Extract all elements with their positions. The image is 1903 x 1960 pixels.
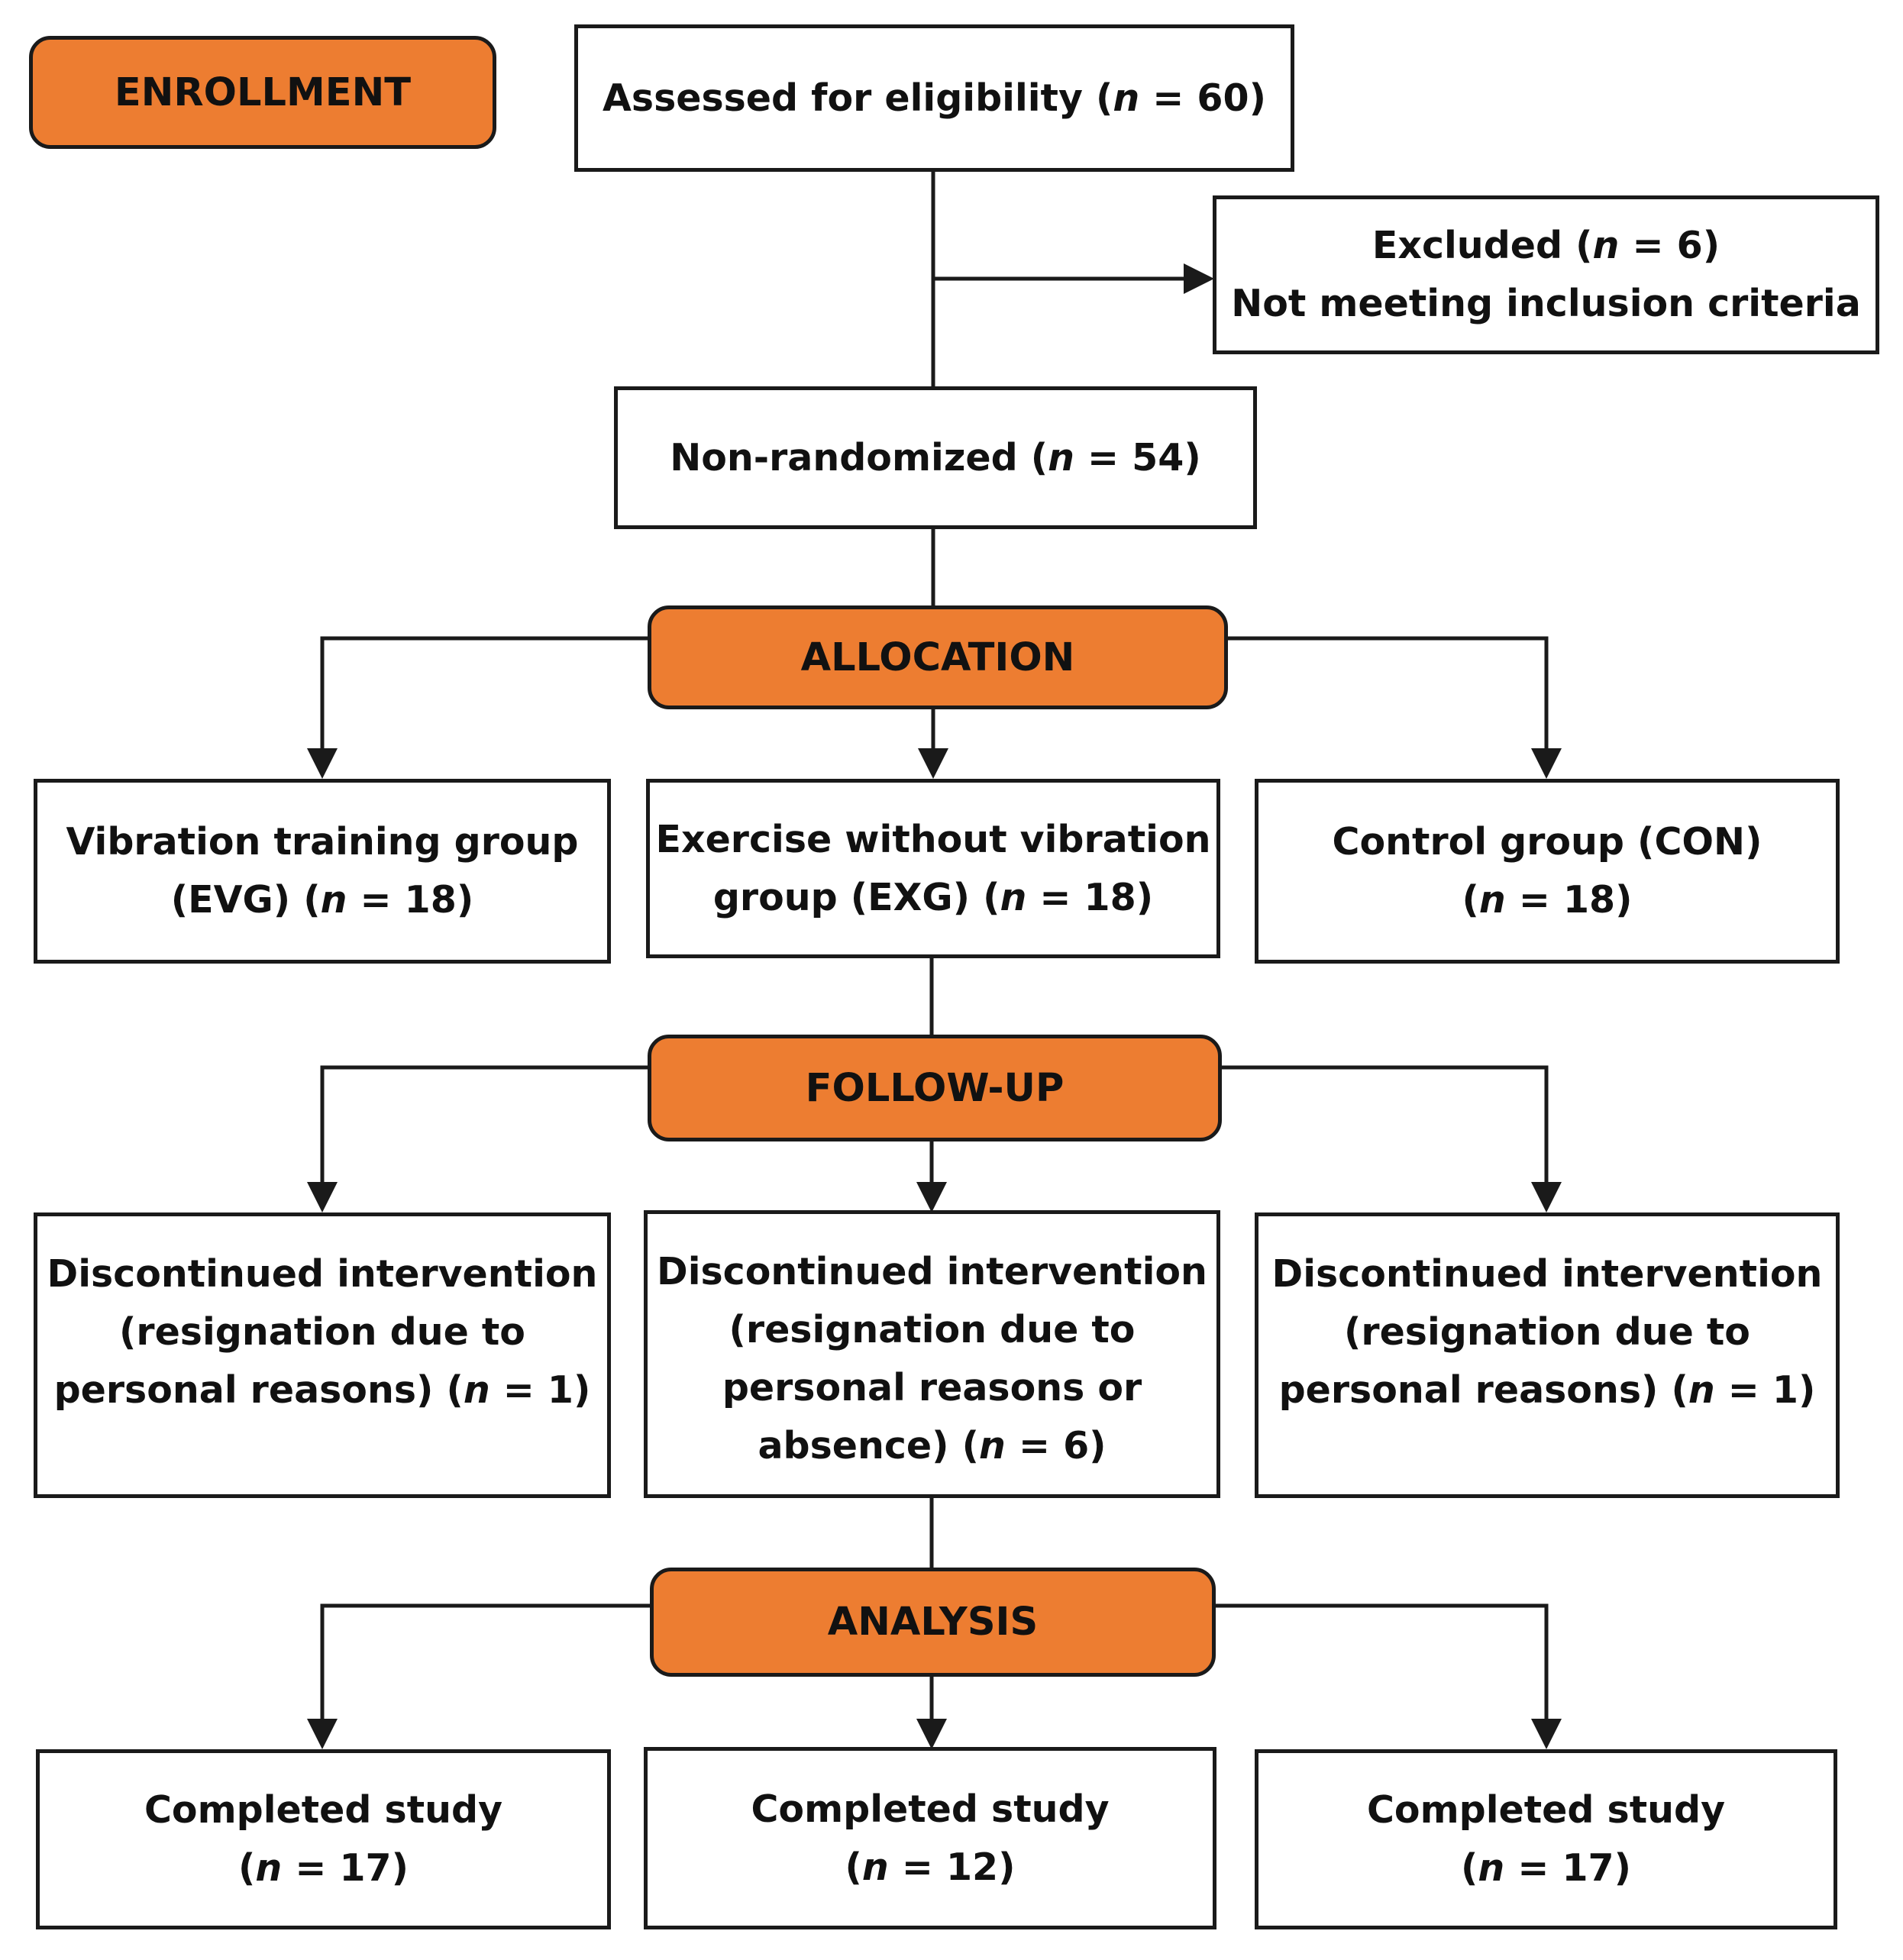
stage-allocation: ALLOCATION (648, 605, 1228, 709)
box-line: Vibration training group (66, 820, 579, 864)
box-line: (n = 17) (1461, 1839, 1631, 1897)
followup-box-exg: Discontinued intervention (resignation du… (644, 1210, 1220, 1498)
stage-allocation-label: ALLOCATION (800, 634, 1075, 680)
line-prefix: ( (237, 1846, 256, 1890)
box-line: Discontinued intervention (657, 1250, 1207, 1293)
followup-box-con: Discontinued intervention (resignation du… (1255, 1212, 1840, 1498)
analysis-box-con: Completed study (n = 17) (1255, 1749, 1837, 1929)
box-line: Discontinued intervention (1271, 1252, 1823, 1296)
stage-analysis-label: ANALYSIS (827, 1600, 1039, 1645)
arrow-followup-to-left (307, 1065, 648, 1212)
box-line: (resignation due to (1344, 1309, 1750, 1354)
arrow-analysis-to-right (1216, 1603, 1562, 1749)
line-suffix: = 1) (489, 1367, 591, 1412)
line-prefix: Assessed for eligibility ( (602, 76, 1113, 120)
box-line: Non-randomized (n = 54) (670, 429, 1201, 487)
n-symbol: n (1592, 224, 1620, 268)
box-line: (EVG) (n = 18) (171, 871, 474, 929)
box-line: Completed study (751, 1787, 1110, 1831)
line-suffix: = 18) (1026, 875, 1154, 919)
stage-analysis: ANALYSIS (650, 1568, 1216, 1677)
box-line: Control group (CON) (1332, 820, 1762, 864)
box-line: personal reasons) (n = 1) (1279, 1361, 1816, 1419)
line-prefix: personal reasons) ( (1278, 1367, 1688, 1412)
line-suffix: = 18) (1505, 878, 1633, 922)
group-box-con: Control group (CON) (n = 18) (1255, 779, 1840, 964)
line-suffix: = 17) (1504, 1846, 1632, 1890)
box-line: Completed study (144, 1788, 503, 1832)
line-suffix: = 17) (282, 1846, 409, 1890)
stage-enrollment-label: ENROLLMENT (114, 69, 412, 115)
non-randomized-box: Non-randomized (n = 54) (614, 386, 1257, 529)
n-symbol: n (1688, 1367, 1715, 1412)
line-suffix: = 60) (1139, 76, 1267, 120)
line-prefix: ( (1462, 878, 1479, 922)
n-symbol: n (1000, 875, 1027, 919)
box-line: Assessed for eligibility (n = 60) (603, 69, 1266, 128)
line-suffix: = 18) (347, 878, 474, 922)
arrow-allocation-to-con (1228, 636, 1562, 779)
box-line: personal reasons or (722, 1365, 1142, 1409)
line-suffix: = 6) (1619, 224, 1720, 268)
box-line: Excluded (n = 6) (1372, 217, 1720, 275)
line-suffix: = 6) (1005, 1423, 1107, 1468)
n-symbol: n (255, 1846, 283, 1890)
line-prefix: ( (1460, 1846, 1478, 1890)
box-line: Not meeting inclusion criteria (1231, 282, 1861, 325)
box-line: (n = 12) (845, 1839, 1015, 1897)
n-symbol: n (1478, 878, 1506, 922)
line-prefix: (EVG) ( (170, 878, 321, 922)
n-symbol: n (979, 1423, 1006, 1468)
line-prefix: group (EXG) ( (712, 875, 1000, 919)
n-symbol: n (861, 1845, 889, 1889)
box-line: (n = 17) (238, 1839, 409, 1897)
arrow-allocation-to-evg (307, 636, 648, 779)
stage-enrollment: ENROLLMENT (29, 36, 496, 149)
group-box-exg: Exercise without vibration group (EXG) (n… (646, 779, 1220, 958)
n-symbol: n (463, 1367, 490, 1412)
line-prefix: Non-randomized ( (670, 435, 1048, 480)
group-box-evg: Vibration training group (EVG) (n = 18) (34, 779, 611, 964)
box-line: (resignation due to (729, 1307, 1136, 1351)
box-line: (resignation due to (119, 1309, 525, 1354)
line-suffix: = 1) (1714, 1367, 1816, 1412)
box-line: personal reasons) (n = 1) (54, 1361, 591, 1419)
arrow-analysis-to-left (307, 1603, 650, 1749)
line-suffix: = 54) (1074, 435, 1201, 480)
assessed-box: Assessed for eligibility (n = 60) (574, 24, 1294, 172)
analysis-box-evg: Completed study (n = 17) (36, 1749, 611, 1929)
analysis-box-exg: Completed study (n = 12) (644, 1747, 1216, 1929)
n-symbol: n (320, 878, 347, 922)
excluded-box: Excluded (n = 6) Not meeting inclusion cr… (1213, 195, 1879, 354)
box-line: (n = 18) (1462, 871, 1632, 929)
line-prefix: ( (845, 1845, 862, 1889)
line-prefix: Excluded ( (1372, 224, 1593, 268)
stage-follow-up-label: FOLLOW-UP (805, 1065, 1065, 1111)
followup-box-evg: Discontinued intervention (resignation du… (34, 1212, 611, 1498)
box-line: Discontinued intervention (47, 1252, 598, 1296)
box-line: Completed study (1366, 1788, 1726, 1832)
line-prefix: absence) ( (758, 1423, 979, 1468)
box-line: absence) (n = 6) (758, 1417, 1106, 1475)
line-suffix: = 12) (888, 1845, 1016, 1889)
box-line: group (EXG) (n = 18) (713, 869, 1153, 927)
arrow-followup-to-right (1222, 1065, 1562, 1212)
n-symbol: n (1113, 76, 1140, 120)
box-line: Exercise without vibration (655, 817, 1211, 861)
n-symbol: n (1478, 1846, 1505, 1890)
stage-follow-up: FOLLOW-UP (648, 1035, 1222, 1141)
n-symbol: n (1048, 435, 1074, 480)
line-prefix: personal reasons) ( (53, 1367, 464, 1412)
